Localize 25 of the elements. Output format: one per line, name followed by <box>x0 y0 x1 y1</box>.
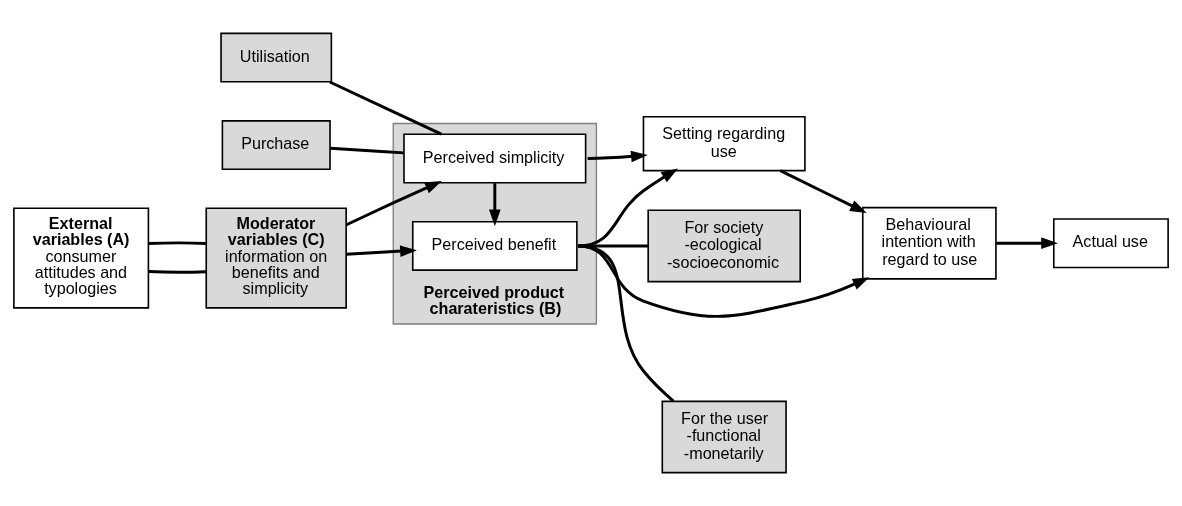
node-box: Perceived simplicity <box>403 133 587 184</box>
connector <box>578 244 675 403</box>
node-box: Setting regarding use <box>642 116 806 172</box>
node-box: For society -ecological -socioeconomic <box>647 209 801 283</box>
connector <box>578 244 649 248</box>
arrow <box>578 168 678 248</box>
connector <box>330 146 404 155</box>
arrow <box>345 181 442 227</box>
node-box: Behavioural intention with regard to use <box>861 206 997 280</box>
arrow <box>779 169 867 214</box>
node-box: Perceived benefit <box>411 220 578 271</box>
connector <box>148 270 206 274</box>
arrow <box>996 237 1058 250</box>
node-box: External variables (A) consumer attitudes and typologies <box>13 207 150 309</box>
arrow <box>346 245 417 257</box>
arrow <box>578 244 870 318</box>
connector <box>329 80 442 136</box>
node-box: Moderator variables (C) information on benefits and simplicity <box>205 207 347 309</box>
arrow <box>488 183 501 227</box>
node-box: Utilisation <box>220 32 333 83</box>
node-box: Actual use <box>1052 218 1169 269</box>
node-box: Purchase <box>221 120 331 171</box>
connector <box>148 241 206 246</box>
node-box: For the user -functional -monetarily <box>661 400 787 474</box>
arrow <box>587 150 648 163</box>
